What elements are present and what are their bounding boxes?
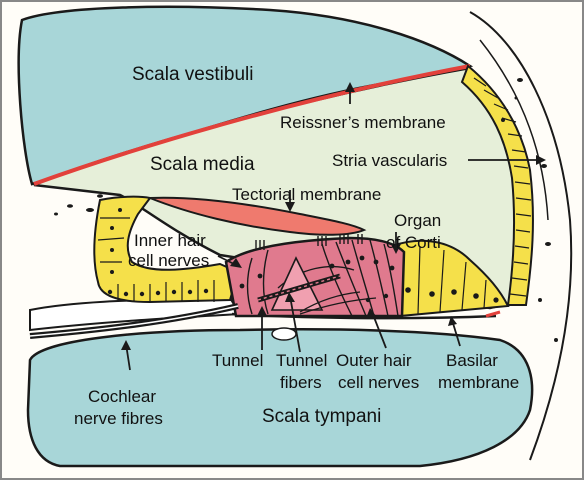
label-reissners-membrane: Reissner’s membrane xyxy=(280,113,446,132)
label-outer-hair: Outer hair xyxy=(336,351,412,370)
label-tunnel-fibers-2: fibers xyxy=(280,373,322,392)
label-nerve-fibres: nerve fibres xyxy=(74,409,163,428)
label-scala-vestibuli: Scala vestibuli xyxy=(132,64,253,85)
label-basilar-membrane: membrane xyxy=(438,373,519,392)
label-of-corti: of Corti xyxy=(386,233,441,252)
label-stria-vascularis: Stria vascularis xyxy=(332,151,447,170)
label-tectorial-membrane: Tectorial membrane xyxy=(232,185,381,204)
label-outer-cell-nerves: cell nerves xyxy=(338,373,419,392)
label-organ: Organ xyxy=(394,211,441,230)
label-basilar: Basilar xyxy=(446,351,498,370)
label-tunnel: Tunnel xyxy=(212,351,263,370)
label-inner-hair: Inner hair xyxy=(134,231,206,250)
label-scala-media: Scala media xyxy=(150,154,255,175)
label-scala-tympani: Scala tympani xyxy=(262,406,381,427)
basilar-membrane-red xyxy=(486,312,500,316)
label-tunnel-fibers-1: Tunnel xyxy=(276,351,327,370)
small-space-oval xyxy=(272,328,296,340)
label-cell-nerves-inner: cell nerves xyxy=(128,251,209,270)
label-cochlear: Cochlear xyxy=(88,387,156,406)
